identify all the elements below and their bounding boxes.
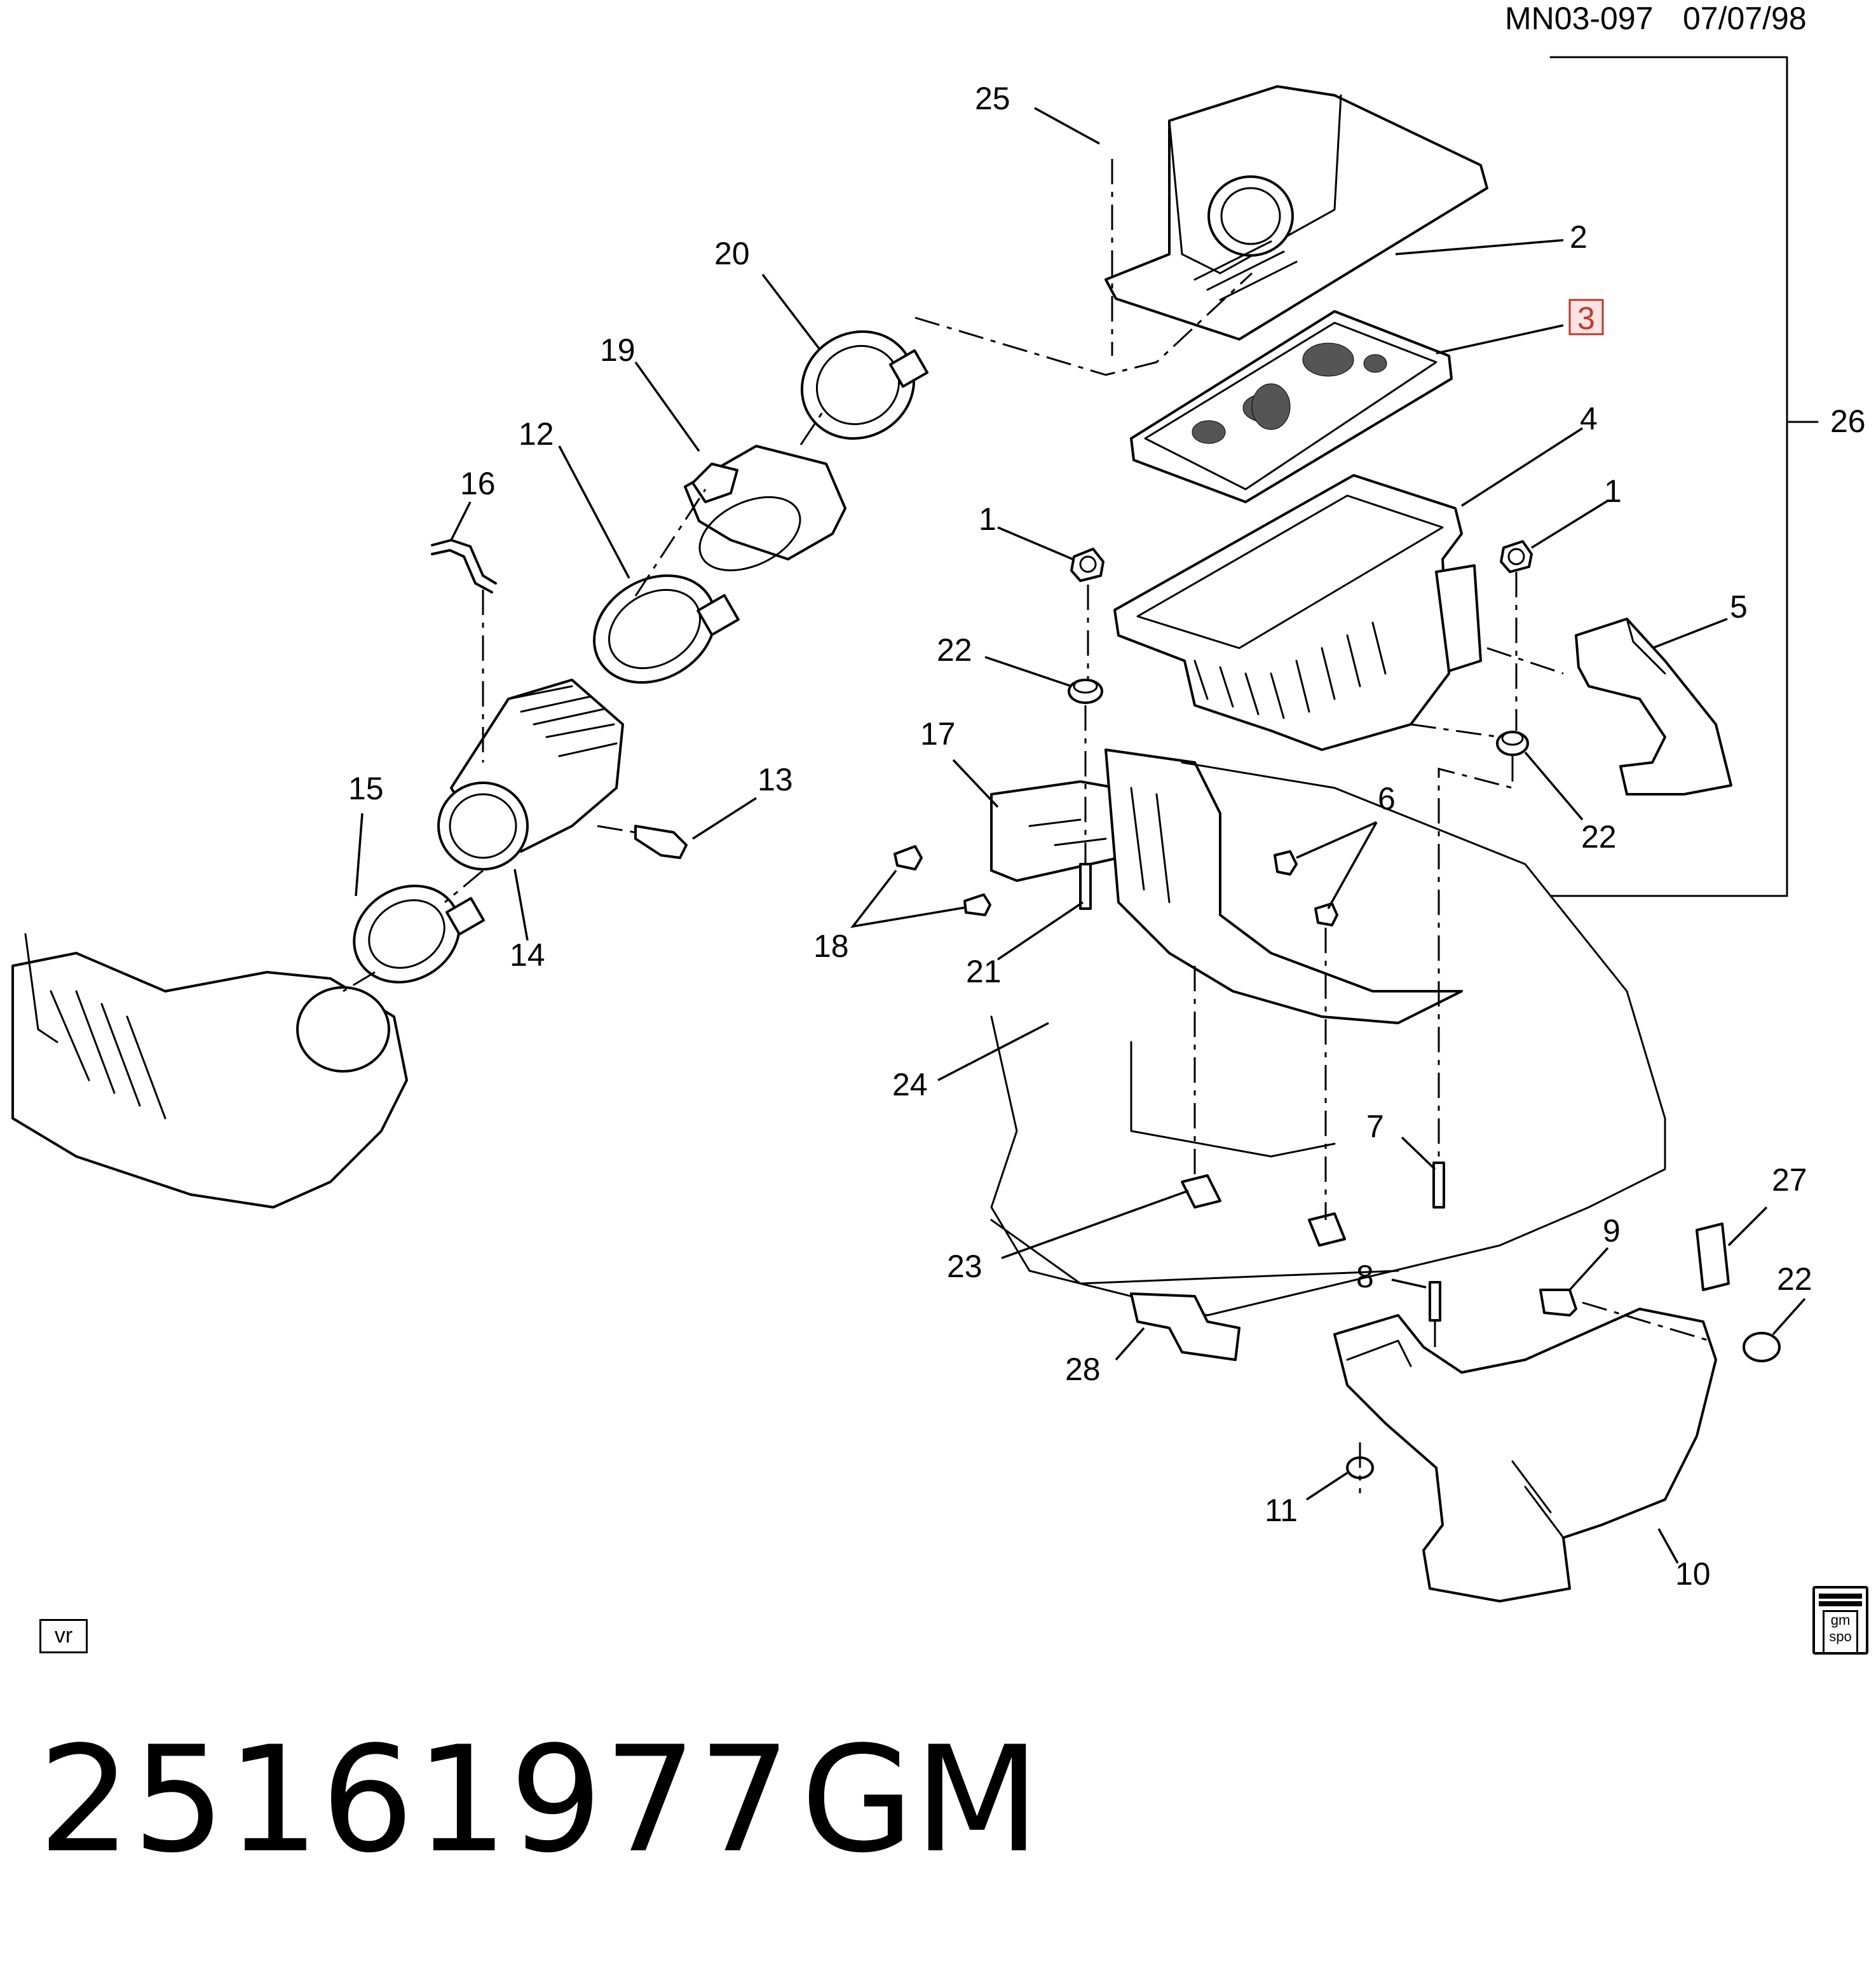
support-bracket-24 xyxy=(1105,749,1463,1024)
callout-23: 23 xyxy=(947,1249,982,1284)
callout-18: 18 xyxy=(813,928,849,964)
callout-3: 3 xyxy=(1577,301,1595,336)
lower-inlet-duct xyxy=(1333,1308,1717,1602)
bolt-6-left xyxy=(1274,850,1298,876)
callout-labels: 25 2 3 26 4 1 1 5 22 22 22 20 19 12 16 1… xyxy=(348,81,1866,1592)
diagram-date: 07/07/98 xyxy=(1683,1,1807,36)
view-tag: vr xyxy=(39,1619,88,1653)
callout-20: 20 xyxy=(714,236,750,271)
callout-13: 13 xyxy=(758,762,793,797)
callout-11: 11 xyxy=(1265,1493,1298,1528)
gm-spo-logo: gm spo xyxy=(1812,1586,1868,1655)
callout-17: 17 xyxy=(920,716,956,752)
callout-3-box xyxy=(1568,299,1604,335)
assembly-bracket-26 xyxy=(1549,56,1819,897)
pad-28 xyxy=(1130,1292,1240,1361)
nut-1-left xyxy=(1070,548,1105,582)
callout-21: 21 xyxy=(966,954,1002,989)
callout-1-left: 1 xyxy=(979,501,996,537)
bolt-6-right xyxy=(1314,902,1338,926)
callout-15: 15 xyxy=(348,771,384,806)
stud-7 xyxy=(1432,1162,1445,1209)
callout-24: 24 xyxy=(892,1067,928,1102)
callout-7: 7 xyxy=(1366,1109,1384,1144)
clip-23b xyxy=(1308,1212,1346,1247)
clip-23 xyxy=(1181,1174,1221,1209)
callout-5: 5 xyxy=(1730,589,1748,625)
callout-1-right: 1 xyxy=(1604,473,1622,509)
callout-22-lower: 22 xyxy=(1777,1261,1812,1297)
callout-12: 12 xyxy=(519,416,554,452)
bolt-13 xyxy=(634,825,688,859)
callout-22-right: 22 xyxy=(1581,819,1617,855)
air-cleaner-cover xyxy=(1105,85,1488,341)
callout-26: 26 xyxy=(1830,403,1866,439)
brand-name: GM xyxy=(801,1716,1040,1885)
grommet-22-right xyxy=(1496,731,1529,756)
callout-25: 25 xyxy=(975,81,1010,116)
logo-text-bottom: spo xyxy=(1829,1629,1852,1644)
callout-8: 8 xyxy=(1356,1259,1374,1294)
logo-text-top: gm xyxy=(1830,1612,1851,1628)
callout-22-left: 22 xyxy=(937,632,972,668)
body-panel xyxy=(990,761,1666,1317)
clamp-20 xyxy=(800,330,929,440)
clip-27 xyxy=(1696,1223,1730,1291)
leader-lines xyxy=(355,107,1806,1564)
clamp-15 xyxy=(353,884,486,984)
air-filter-element xyxy=(1130,310,1453,503)
callout-27: 27 xyxy=(1772,1162,1807,1198)
assembly-lines xyxy=(343,159,1710,1493)
callout-2: 2 xyxy=(1570,219,1587,255)
diagram-ref-code: MN03-097 xyxy=(1505,1,1653,36)
grommet-22-lower xyxy=(1743,1332,1781,1362)
callout-14: 14 xyxy=(510,937,545,973)
grommet-22-left xyxy=(1068,679,1103,704)
nut-1-right xyxy=(1500,540,1533,573)
fastener-9 xyxy=(1539,1289,1577,1317)
air-inlet-elbow xyxy=(1575,618,1732,796)
air-cleaner-housing xyxy=(1113,474,1482,751)
stud-8 xyxy=(1429,1281,1441,1322)
callout-16: 16 xyxy=(460,466,496,501)
callout-4: 4 xyxy=(1580,401,1598,437)
callout-19: 19 xyxy=(600,332,636,368)
mass-air-flow-sensor xyxy=(684,445,846,572)
intake-duct-14 xyxy=(437,679,624,871)
callout-10: 10 xyxy=(1675,1556,1711,1592)
clamp-12 xyxy=(593,574,740,684)
callout-9: 9 xyxy=(1603,1213,1621,1249)
part-number: 25161977 xyxy=(38,1716,792,1885)
vent-hose-16 xyxy=(431,539,497,593)
callout-28: 28 xyxy=(1065,1352,1101,1387)
bolt-18-lower xyxy=(963,893,991,916)
throttle-body-engine xyxy=(11,933,408,1209)
callout-6: 6 xyxy=(1378,781,1396,816)
bolt-18-upper xyxy=(894,845,923,871)
